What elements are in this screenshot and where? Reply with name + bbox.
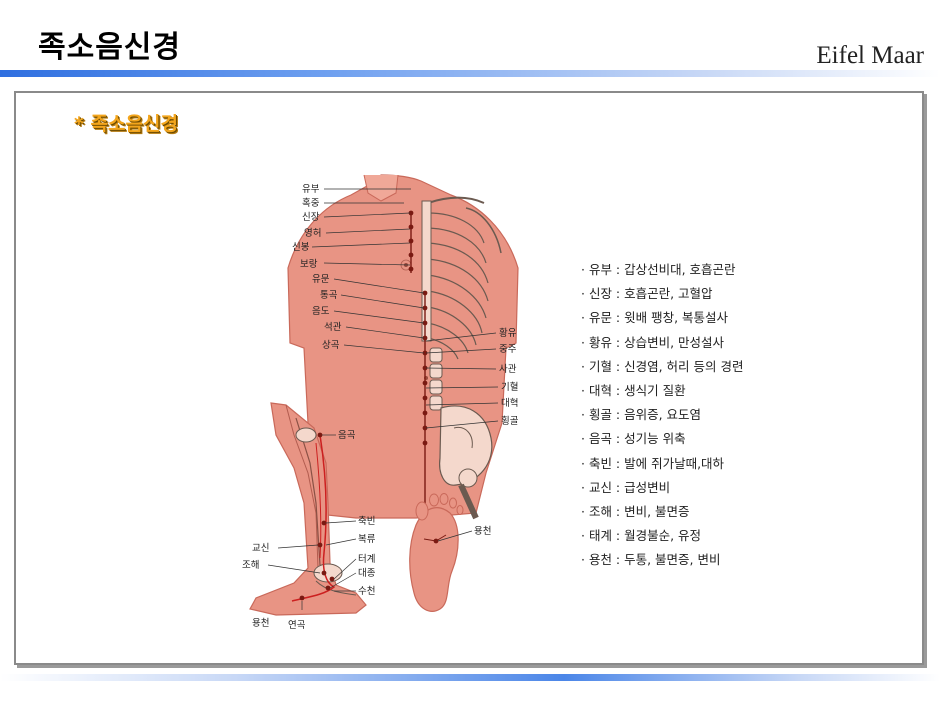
torso-left-labels: 유부 혹중 신장 영허 신봉 보랑 유문 통곡 음도 석관 상곡 xyxy=(292,184,425,354)
leg-figure xyxy=(249,402,367,616)
torso-label-gihyeol: 기혈 xyxy=(501,381,518,393)
torso-label-borang: 보랑 xyxy=(300,258,318,270)
list-item: · 용천 : 두통, 불면증, 변비 xyxy=(581,552,721,568)
foot-sole-figure: 용천 xyxy=(409,493,491,612)
leg-label-bokryu: 복류 xyxy=(358,534,376,545)
torso-label-hokjung: 혹중 xyxy=(302,197,320,209)
leg-label-yeongok: 연곡 xyxy=(288,620,306,631)
leg-label-yongcheon: 용천 xyxy=(252,618,269,629)
kidney-meridian-illustration: 유부 혹중 신장 영허 신봉 보랑 유문 통곡 음도 석관 상곡 황유 중주 xyxy=(242,174,519,631)
list-item: · 교신 : 급성변비 xyxy=(581,479,671,495)
leg-label-taegye: 터계 xyxy=(358,553,375,565)
list-item: · 기혈 : 신경염, 허리 등의 경련 xyxy=(581,358,744,374)
list-item: · 횡골 : 음위증, 요도염 xyxy=(581,407,702,423)
leg-label-chukbin: 축빈 xyxy=(358,516,375,527)
list-item: · 신장 : 호흡곤란, 고혈압 xyxy=(581,286,713,302)
torso-label-jungju: 중주 xyxy=(499,344,517,355)
torso-label-yumun: 유문 xyxy=(312,274,330,285)
acupoint-indications-list: · 유부 : 갑상선비대, 호흡곤란 · 신장 : 호흡곤란, 고혈압 · 유문… xyxy=(581,258,744,572)
torso-label-sinjang: 신장 xyxy=(302,212,320,223)
list-item: · 음곡 : 성기능 위축 xyxy=(581,431,686,447)
torso-label-daehyeok: 대혁 xyxy=(501,398,518,409)
list-item: · 황유 : 상습변비, 만성설사 xyxy=(581,334,725,350)
torso-right-labels: 황유 중주 사관 기혈 대혁 횡골 xyxy=(425,328,519,429)
foot-label-yongcheon: 용천 xyxy=(474,526,491,537)
leg-label-johae: 조해 xyxy=(242,559,259,571)
torso-label-sinbong: 신봉 xyxy=(292,242,310,253)
torso-label-hoenggol: 횡골 xyxy=(501,415,519,427)
top-gradient-bar xyxy=(0,70,940,77)
torso-meridian xyxy=(408,210,428,508)
torso-label-eumdo: 음도 xyxy=(312,306,330,317)
leg-label-gyosin: 교신 xyxy=(252,543,269,554)
list-item: · 대혁 : 생식기 질환 xyxy=(581,382,686,398)
slide-title: 족소음신경 xyxy=(38,30,181,65)
bottom-gradient-bar xyxy=(0,674,940,681)
torso-label-sanggok: 상곡 xyxy=(322,340,340,351)
torso-label-hwangyu: 황유 xyxy=(499,328,517,339)
torso-figure xyxy=(287,174,519,520)
list-item: · 조해 : 변비, 불면증 xyxy=(581,503,690,519)
brand-logo: Eifel Maar xyxy=(816,42,924,69)
list-item: · 태계 : 월경불순, 유정 xyxy=(581,528,702,544)
list-item: · 축빈 : 발에 쥐가날때,대하 xyxy=(581,455,725,471)
torso-label-yubu: 유부 xyxy=(302,184,320,195)
leg-label-eumgok: 음곡 xyxy=(338,430,356,441)
leg-label-sucheon: 수천 xyxy=(358,586,375,597)
torso-label-tonggok: 통곡 xyxy=(320,290,338,301)
leg-label-daejong: 대종 xyxy=(358,568,376,579)
torso-label-sagwan: 사관 xyxy=(499,364,517,375)
torso-label-yeongheo: 영허 xyxy=(304,228,321,239)
panel-heading: * 족소음신경 xyxy=(74,113,178,135)
list-item: · 유문 : 윗배 팽창, 복통설사 xyxy=(581,310,729,326)
list-item: · 유부 : 갑상선비대, 호흡곤란 xyxy=(581,262,736,277)
leg-labels: 음곡 축빈 교신 복류 조해 터계 대종 수천 용천 연곡 xyxy=(242,430,376,631)
content-panel: * 족소음신경 xyxy=(14,91,924,665)
torso-label-seokgwan: 석관 xyxy=(324,322,342,333)
